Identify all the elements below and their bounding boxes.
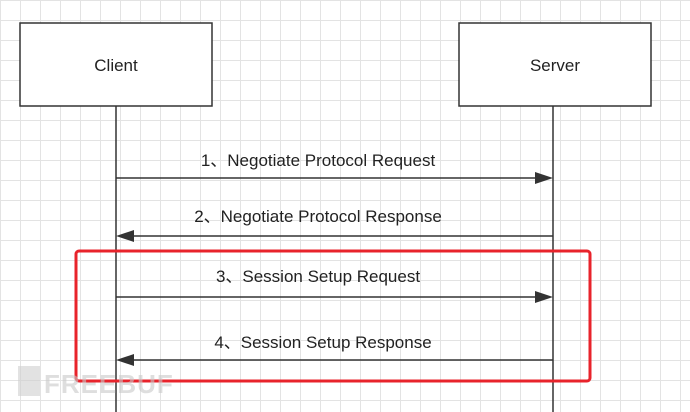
message-2-label: 2、Negotiate Protocol Response bbox=[194, 207, 442, 226]
message-4-label: 4、Session Setup Response bbox=[214, 333, 431, 352]
highlight-box bbox=[74, 249, 592, 383]
message-3: 3、Session Setup Request bbox=[116, 267, 553, 303]
message-1-label: 1、Negotiate Protocol Request bbox=[201, 151, 436, 170]
message-3-label: 3、Session Setup Request bbox=[216, 267, 420, 286]
server-label: Server bbox=[530, 56, 580, 75]
server-box: Server bbox=[458, 22, 652, 107]
message-1: 1、Negotiate Protocol Request bbox=[116, 151, 553, 184]
message-1-arrow-head bbox=[535, 172, 553, 184]
watermark: FREEBUF bbox=[18, 366, 174, 399]
message-4: 4、Session Setup Response bbox=[116, 333, 553, 366]
client-label: Client bbox=[94, 56, 138, 75]
message-3-arrow-head bbox=[535, 291, 553, 303]
watermark-text: FREEBUF bbox=[44, 369, 174, 399]
message-4-arrow-head bbox=[116, 354, 134, 366]
client-box: Client bbox=[19, 22, 213, 107]
message-2: 2、Negotiate Protocol Response bbox=[116, 207, 553, 242]
message-2-arrow-head bbox=[116, 230, 134, 242]
watermark-logo-icon bbox=[18, 366, 40, 396]
